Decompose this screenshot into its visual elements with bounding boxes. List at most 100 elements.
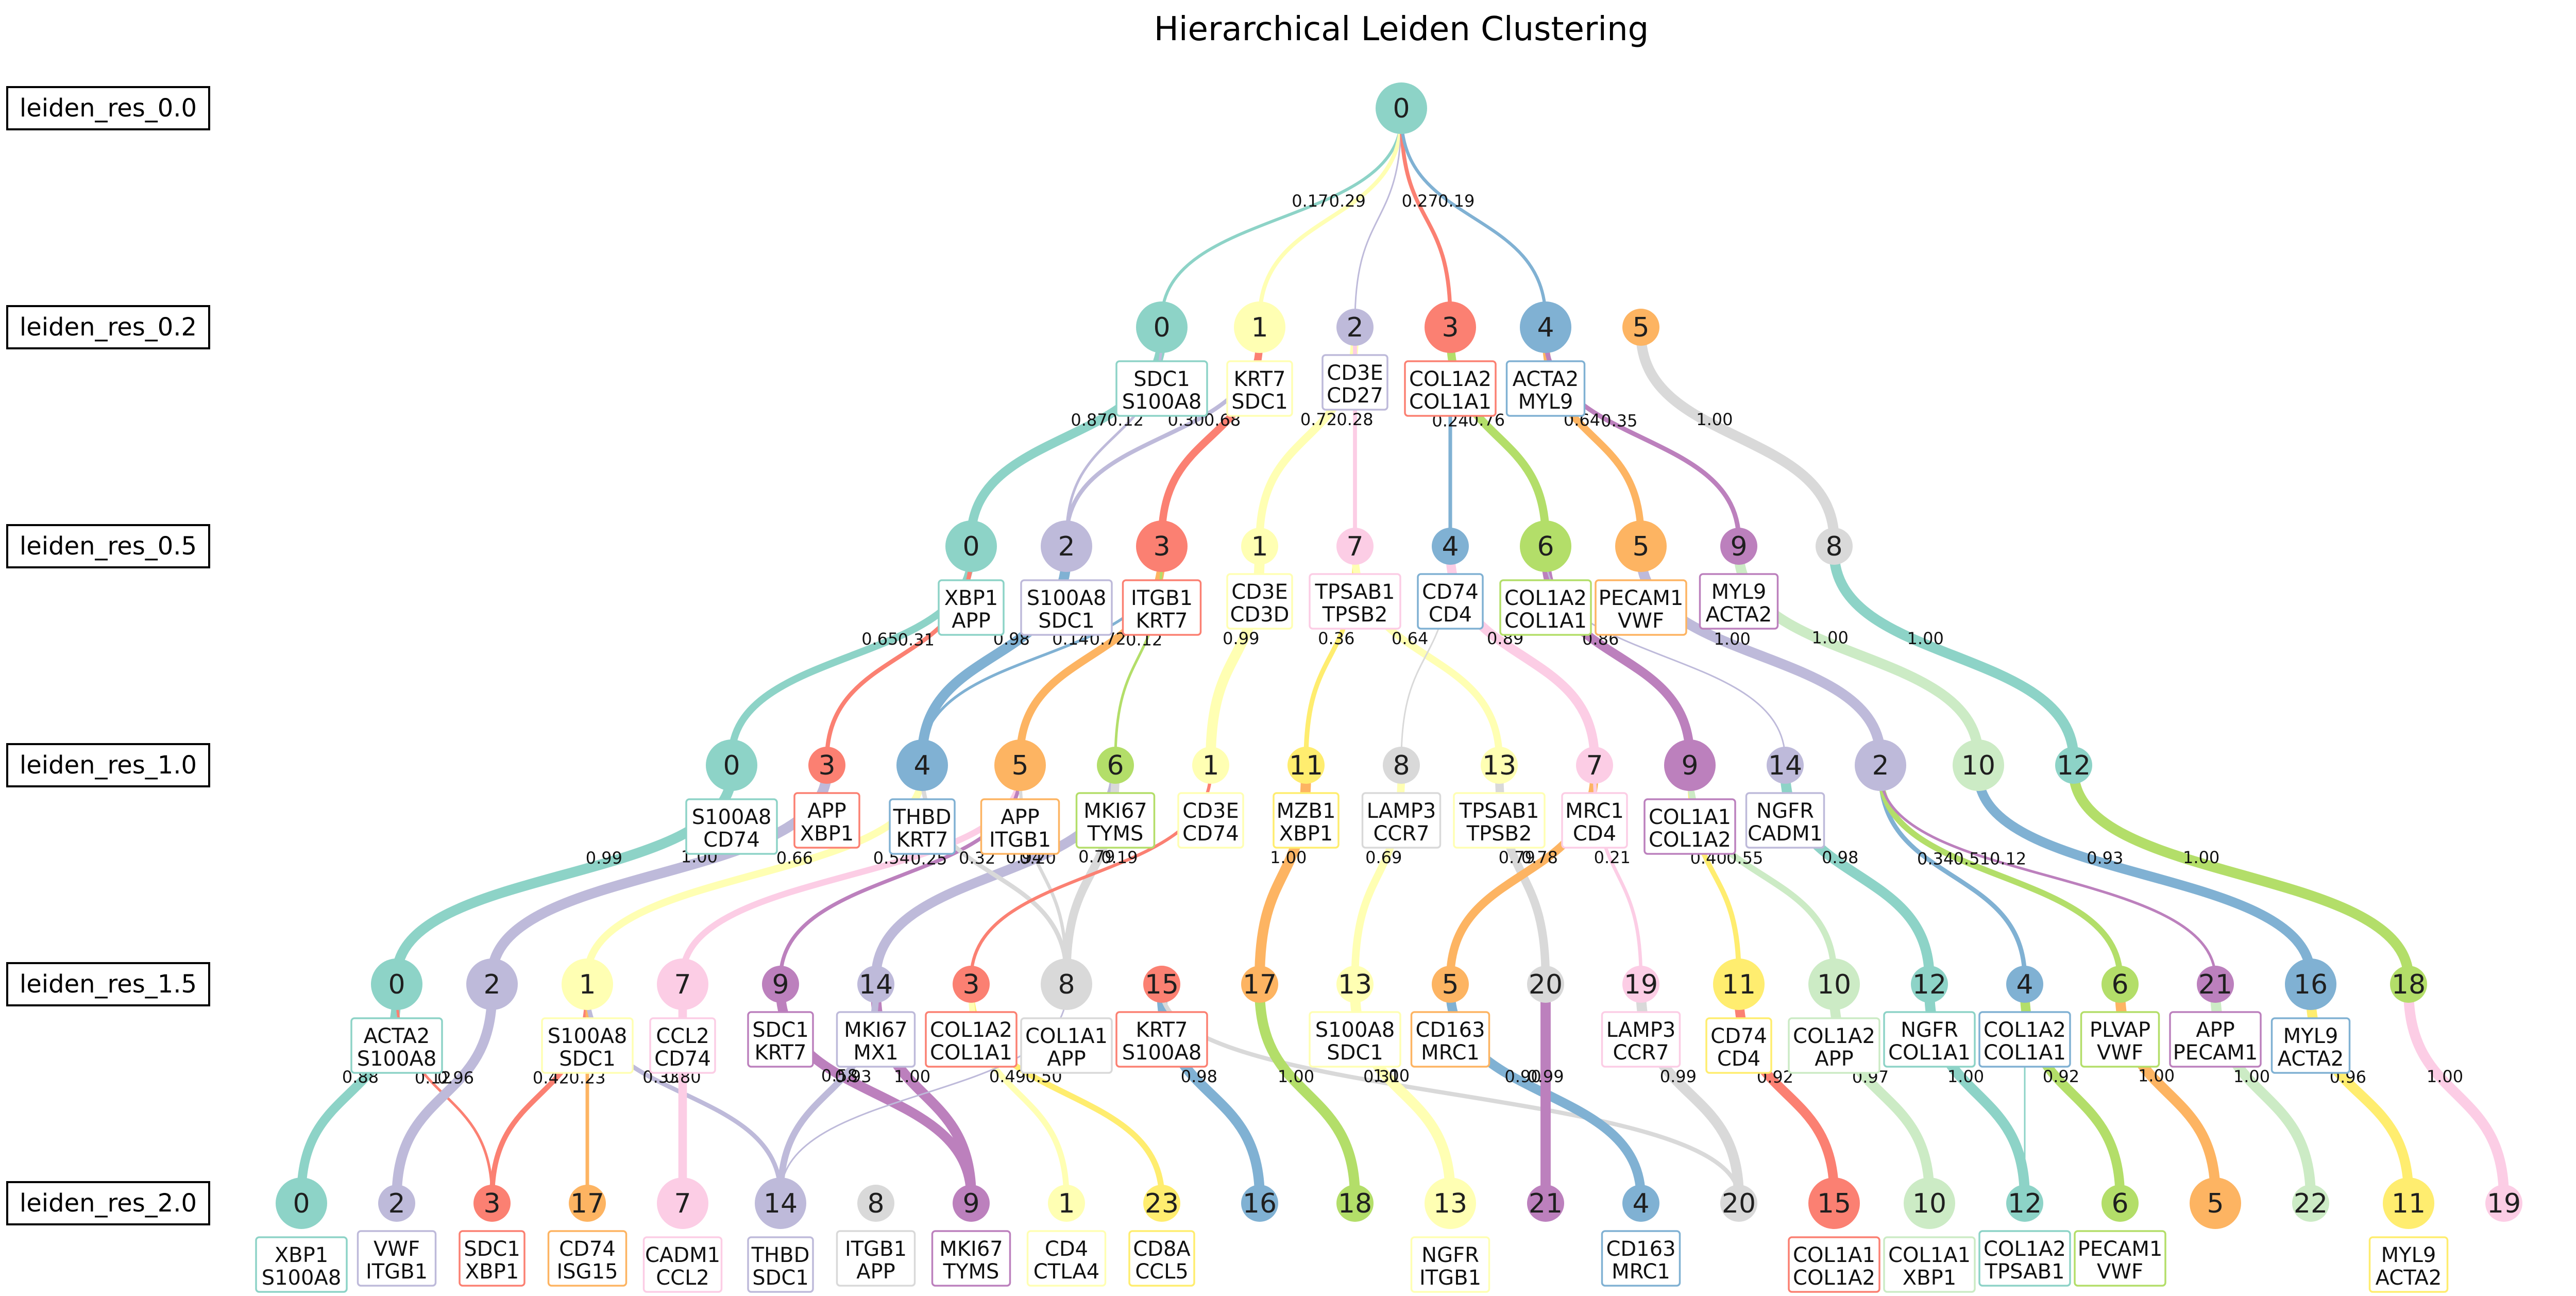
marker-gene: CD3D: [1230, 603, 1290, 627]
cluster-node-4-4: 9: [762, 966, 799, 1003]
cluster-node-3-8: 13: [1481, 747, 1518, 784]
cluster-node-4-21: 18: [2390, 966, 2427, 1003]
cluster-node-circle: [857, 1185, 894, 1222]
edge-weight-label: 0.19: [1101, 848, 1138, 867]
cluster-id: 6: [2111, 969, 2128, 1000]
cluster-id: 11: [1289, 750, 1323, 781]
edge-weight-label: 1.00: [2138, 1066, 2175, 1085]
marker-gene: COL1A1: [1409, 390, 1492, 414]
edge-15: [1636, 327, 1839, 546]
cluster-id: 12: [1912, 969, 1946, 1000]
marker-gene: KRT7: [1136, 1018, 1188, 1042]
cluster-node-2-5: 4: [1432, 528, 1469, 565]
cluster-node-2-9: 8: [1816, 528, 1853, 565]
marker-genes-box: [1417, 573, 1484, 630]
cluster-node-3-12: 2: [1855, 739, 1906, 791]
edge-57: [392, 987, 497, 1203]
marker-gene: CD74: [1182, 822, 1239, 846]
cluster-node-circle: [2390, 966, 2427, 1003]
marker-genes-box: [2270, 1017, 2351, 1074]
cluster-node-circle: [1527, 966, 1564, 1003]
level-label-box: [6, 743, 210, 787]
cluster-node-3-9: 7: [1576, 747, 1613, 784]
edge-52: [1879, 771, 2217, 980]
cluster-node-circle: [371, 958, 422, 1010]
cluster-node-circle: [1136, 520, 1188, 572]
cluster-node-circle: [1425, 1177, 1476, 1229]
marker-gene: PLVAP: [2090, 1018, 2150, 1042]
cluster-id: 8: [867, 1188, 884, 1219]
edge-50: [1878, 770, 2027, 981]
marker-gene: TPSB2: [1466, 822, 1532, 846]
cluster-id: 1: [579, 969, 596, 1000]
cluster-node-4-12: 20: [1527, 966, 1564, 1003]
cluster-id: 6: [1107, 750, 1124, 781]
cluster-node-circle: [953, 966, 990, 1003]
cluster-node-4-8: 15: [1143, 966, 1180, 1003]
marker-gene: CD4: [1429, 603, 1472, 627]
marker-gene: APP: [807, 799, 846, 823]
edge-weight-label: 0.93: [2087, 848, 2123, 868]
cluster-id: 9: [1681, 750, 1698, 781]
cluster-node-circle: [378, 1185, 415, 1222]
cluster-id: 6: [1537, 531, 1554, 562]
marker-gene: S100A8: [357, 1047, 437, 1071]
cluster-node-circle: [1664, 739, 1716, 791]
cluster-node-4-3: 7: [657, 958, 708, 1010]
edge-weight-label: 1.00: [1278, 1067, 1314, 1086]
marker-gene: MYL9: [2381, 1243, 2436, 1267]
cluster-id: 2: [388, 1188, 405, 1219]
edge-weight-label: 0.92: [2043, 1067, 2079, 1086]
cluster-node-3-1: 3: [808, 747, 845, 784]
edge-weight-label: 0.98: [1181, 1067, 1217, 1086]
cluster-node-circle: [953, 1185, 990, 1222]
edge-weight-label: 0.99: [1223, 629, 1259, 648]
cluster-id: 15: [1817, 1188, 1851, 1219]
cluster-node-circle: [473, 1185, 511, 1222]
marker-gene: S100A8: [1122, 390, 1202, 414]
cluster-node-circle: [1622, 966, 1659, 1003]
cluster-node-circle: [1192, 747, 1229, 784]
marker-gene: CTLA4: [1033, 1260, 1099, 1284]
cluster-node-2-4: 7: [1336, 528, 1374, 565]
cluster-node-4-10: 13: [1336, 966, 1374, 1003]
cluster-node-circle: [1376, 82, 1427, 134]
cluster-node-4-9: 17: [1241, 966, 1278, 1003]
marker-genes-box: [1410, 1011, 1490, 1068]
cluster-node-circle: [1241, 528, 1278, 565]
cluster-id: 0: [293, 1188, 310, 1219]
marker-gene: COL1A2: [1504, 586, 1587, 610]
edge-70: [1255, 984, 1360, 1203]
cluster-id: 8: [1825, 531, 1842, 562]
marker-gene: COL1A1: [1793, 1243, 1875, 1267]
marker-gene: SDC1: [752, 1266, 809, 1290]
cluster-node-circle: [2006, 966, 2043, 1003]
cluster-id: 16: [2294, 969, 2328, 1000]
edge-weight-label: 0.72: [1300, 410, 1337, 429]
level-labels-layer: leiden_res_0.0leiden_res_0.2leiden_res_0…: [6, 86, 210, 1225]
marker-gene: CD74: [1422, 580, 1479, 604]
cluster-node-circle: [896, 739, 948, 791]
level-label-text: leiden_res_0.0: [20, 94, 197, 123]
marker-gene: COL1A2: [1649, 828, 1731, 852]
cluster-id: 2: [1346, 312, 1363, 343]
level-label-box: [6, 305, 210, 349]
marker-gene: S100A8: [262, 1266, 342, 1290]
cluster-node-4-0: 0: [371, 958, 422, 1010]
marker-gene: NGFR: [1421, 1243, 1479, 1267]
cluster-id: 19: [1624, 969, 1658, 1000]
cluster-id: 0: [1153, 312, 1170, 343]
cluster-id: 14: [859, 969, 893, 1000]
marker-genes-box: [1321, 354, 1388, 411]
marker-gene: TPSAB1: [1315, 580, 1395, 604]
cluster-node-1-1: 1: [1234, 301, 1285, 353]
